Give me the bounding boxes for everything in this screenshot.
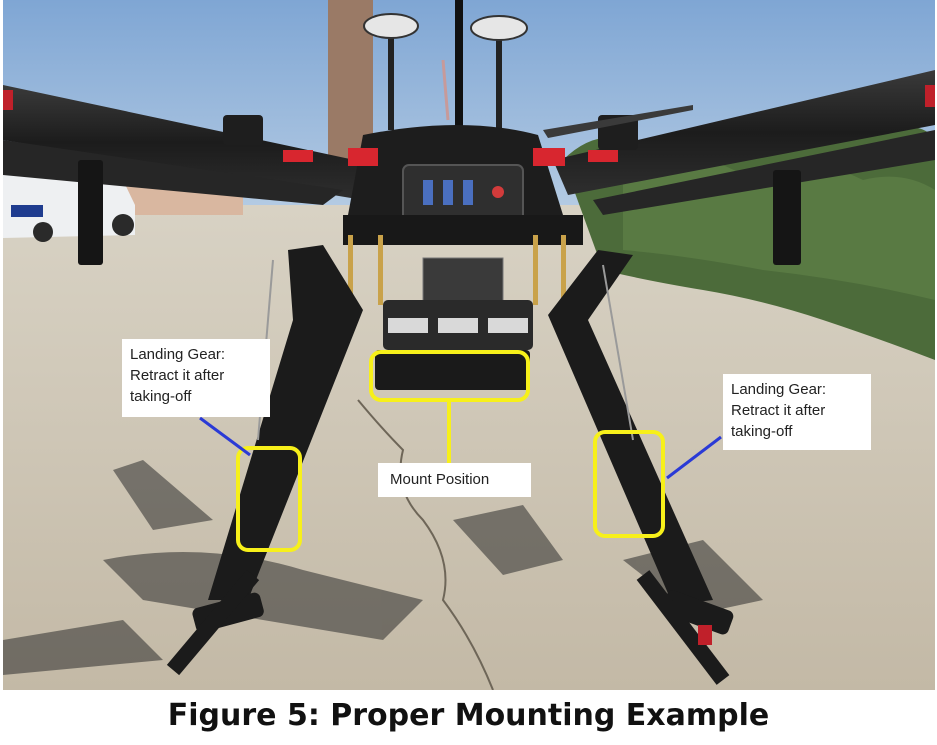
gold-standoffs — [348, 235, 566, 305]
figure-caption: Figure 5: Proper Mounting Example — [167, 698, 770, 733]
ground-crack — [357, 399, 494, 690]
label-line: Mount Position — [390, 471, 490, 488]
drone-arms — [3, 70, 935, 215]
label-line: Retract it after — [731, 402, 826, 419]
label-line: taking-off — [731, 423, 793, 440]
pointer-right — [666, 435, 722, 480]
payload-mount — [375, 257, 533, 390]
label-line: Landing Gear: — [130, 346, 226, 363]
gps-antennas — [363, 0, 528, 130]
arm-clamp-left — [78, 160, 103, 265]
label-line: Retract it after — [130, 367, 225, 384]
highlight-left-gear — [236, 446, 302, 552]
drone-body — [283, 125, 618, 245]
rear-motors — [223, 105, 693, 150]
label-line: taking-off — [130, 388, 192, 405]
arm-clamp-right — [773, 170, 801, 265]
left-landing-gear-label: Landing Gear: Retract it after taking-of… — [122, 339, 270, 417]
pointer-left — [199, 416, 251, 457]
label-line: Landing Gear: — [731, 381, 827, 398]
highlight-right-gear — [593, 430, 665, 538]
right-landing-gear-label: Landing Gear: Retract it after taking-of… — [723, 374, 871, 450]
mount-position-label: Mount Position — [378, 463, 531, 497]
